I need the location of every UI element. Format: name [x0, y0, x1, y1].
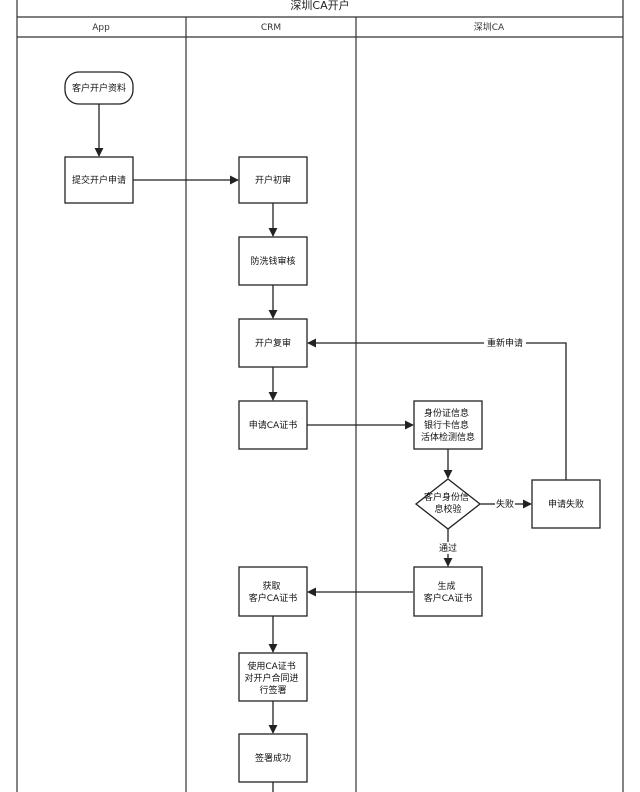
node-submit-shape — [64, 156, 134, 204]
node-review2-label: 开户复审 — [255, 337, 291, 349]
node-apply-shape — [238, 400, 308, 450]
node-success-shape — [238, 733, 308, 783]
node-apply-label: 申请CA证书 — [249, 419, 297, 431]
edge-labels: 失败 重新申请 通过 — [439, 337, 523, 554]
nodes — [64, 71, 601, 783]
node-sign-label: 使用CA证书 对开户合同进 行签署 — [245, 660, 302, 696]
swimlane-pool: 深圳CA开户 — [16, 0, 624, 792]
node-start-label: 客户开户资料 — [72, 82, 126, 94]
lane-headers: App CRM 深圳CA — [92, 22, 505, 33]
node-review1-label: 开户初审 — [255, 174, 291, 186]
node-sign-shape — [238, 652, 308, 702]
node-aml-shape — [238, 236, 308, 286]
node-success-label: 签署成功 — [255, 752, 291, 764]
lane-header-app: App — [92, 23, 110, 33]
edge-label-pass: 通过 — [439, 542, 457, 554]
edge-label-fail: 失败 — [496, 498, 514, 510]
node-review2-shape — [238, 318, 308, 368]
node-aml-label: 防洗钱审核 — [250, 255, 295, 267]
node-generate-label: 生成 客户CA证书 — [424, 580, 472, 604]
edges — [94, 104, 567, 792]
node-verify-label: 客户身份信 息校验 — [424, 491, 472, 515]
node-fail-label: 申请失败 — [548, 498, 584, 510]
edge-label-reapply: 重新申请 — [487, 337, 523, 349]
node-submit-label: 提交开户申请 — [72, 174, 126, 186]
node-labels: 客户开户资料 提交开户申请 开户初审 防洗钱审核 开户复审 申请CA证书 身份证… — [72, 82, 584, 764]
node-verify-shape — [414, 478, 482, 530]
node-review1-shape — [238, 156, 308, 204]
node-generate-shape — [413, 566, 483, 617]
node-info-label: 身份证信息 银行卡信息 活体检测信息 — [421, 407, 475, 443]
lane-header-shenzhen-ca: 深圳CA — [474, 22, 505, 33]
pool-title: 深圳CA开户 — [290, 0, 349, 12]
node-obtain-label: 获取 客户CA证书 — [249, 581, 297, 604]
node-info-shape — [413, 400, 483, 450]
node-start-shape — [64, 71, 134, 105]
lane-header-crm: CRM — [261, 23, 281, 33]
node-obtain-shape — [238, 566, 308, 617]
edge-fail-review2-a — [526, 342, 567, 480]
node-fail-shape — [531, 479, 601, 529]
